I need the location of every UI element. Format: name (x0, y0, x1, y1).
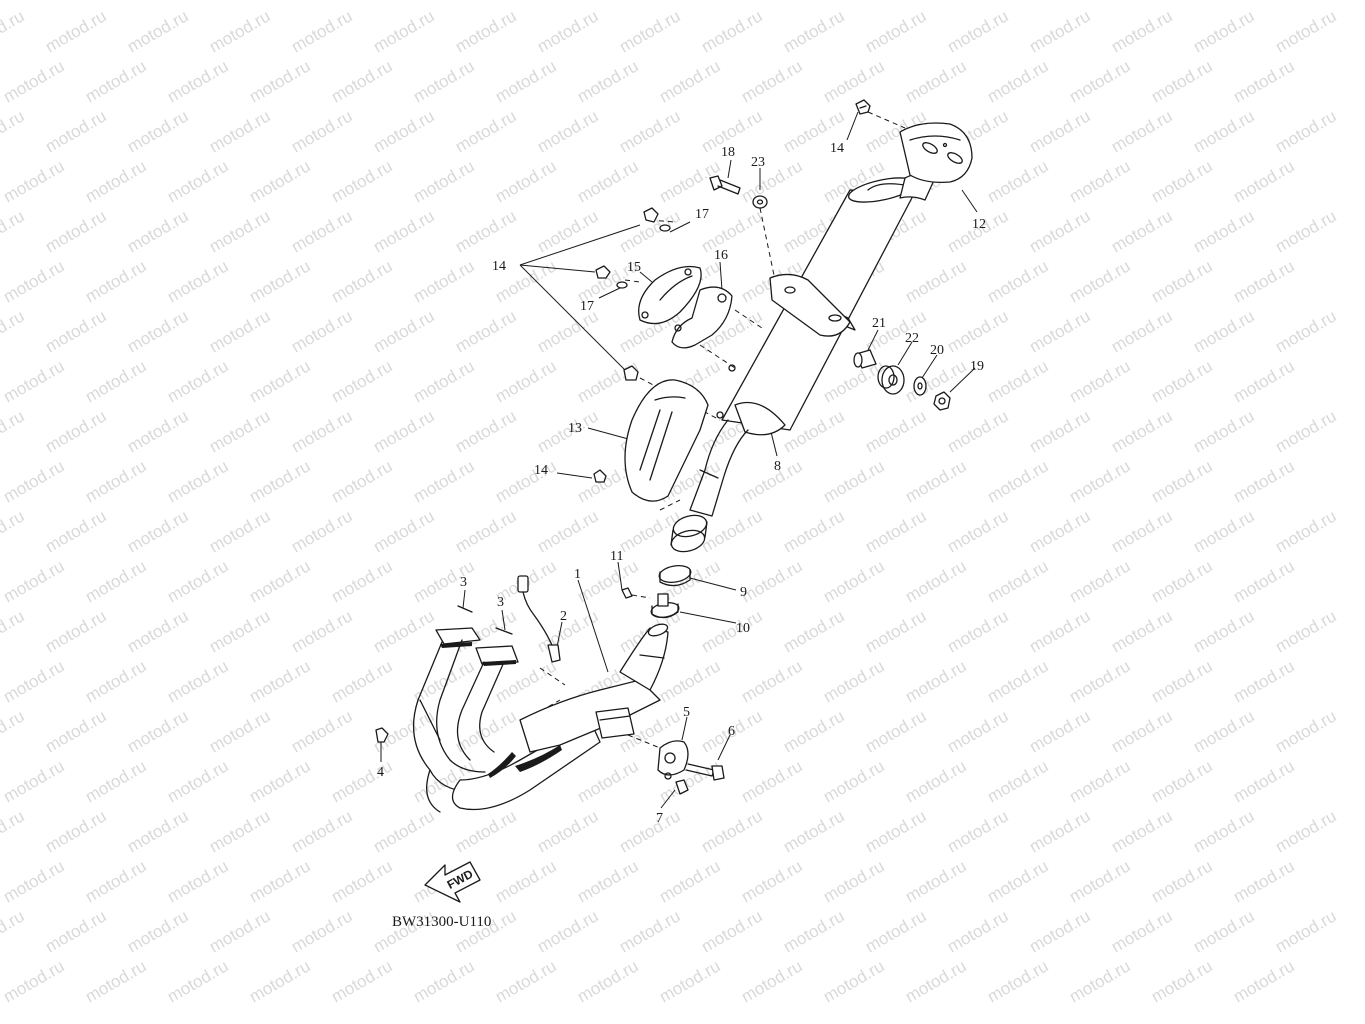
callout-1: 1 (574, 567, 581, 582)
forward-arrow: FWD (424, 861, 481, 903)
callout-3a: 3 (460, 575, 467, 590)
gaskets (457, 605, 513, 635)
diagram-code: BW31300-U110 (392, 914, 491, 930)
callout-14b: 14 (492, 259, 506, 274)
callout-22: 22 (905, 331, 919, 346)
end-cap (899, 122, 973, 183)
oxygen-sensor (517, 575, 561, 663)
callout-labels: 1 2 3 3 4 5 6 7 8 9 10 11 12 13 14 14 14… (377, 141, 986, 826)
callout-3b: 3 (497, 595, 504, 610)
callout-6: 6 (728, 724, 735, 739)
heat-protectors (624, 265, 733, 502)
callout-8: 8 (774, 459, 781, 474)
callout-7: 7 (656, 811, 663, 826)
callout-17a: 17 (695, 207, 709, 222)
callout-23: 23 (751, 155, 765, 170)
callout-19: 19 (970, 359, 984, 374)
callout-20: 20 (930, 343, 944, 358)
callout-17b: 17 (580, 299, 594, 314)
callout-13: 13 (568, 421, 582, 436)
muffler (670, 173, 936, 553)
callout-15: 15 (627, 260, 641, 275)
callout-21: 21 (872, 316, 886, 331)
callout-9: 9 (740, 585, 747, 600)
callout-14c: 14 (534, 463, 548, 478)
callout-12: 12 (972, 217, 986, 232)
callout-14a: 14 (830, 141, 844, 156)
exhaust-pipe (412, 623, 669, 813)
callout-16: 16 (714, 248, 728, 263)
callout-5: 5 (683, 705, 690, 720)
callout-10: 10 (736, 621, 750, 636)
callout-11: 11 (610, 549, 623, 564)
callout-2: 2 (560, 609, 567, 624)
fasteners (375, 99, 951, 795)
callout-4: 4 (377, 765, 384, 780)
callout-18: 18 (721, 145, 735, 160)
leader-lines (380, 111, 978, 809)
